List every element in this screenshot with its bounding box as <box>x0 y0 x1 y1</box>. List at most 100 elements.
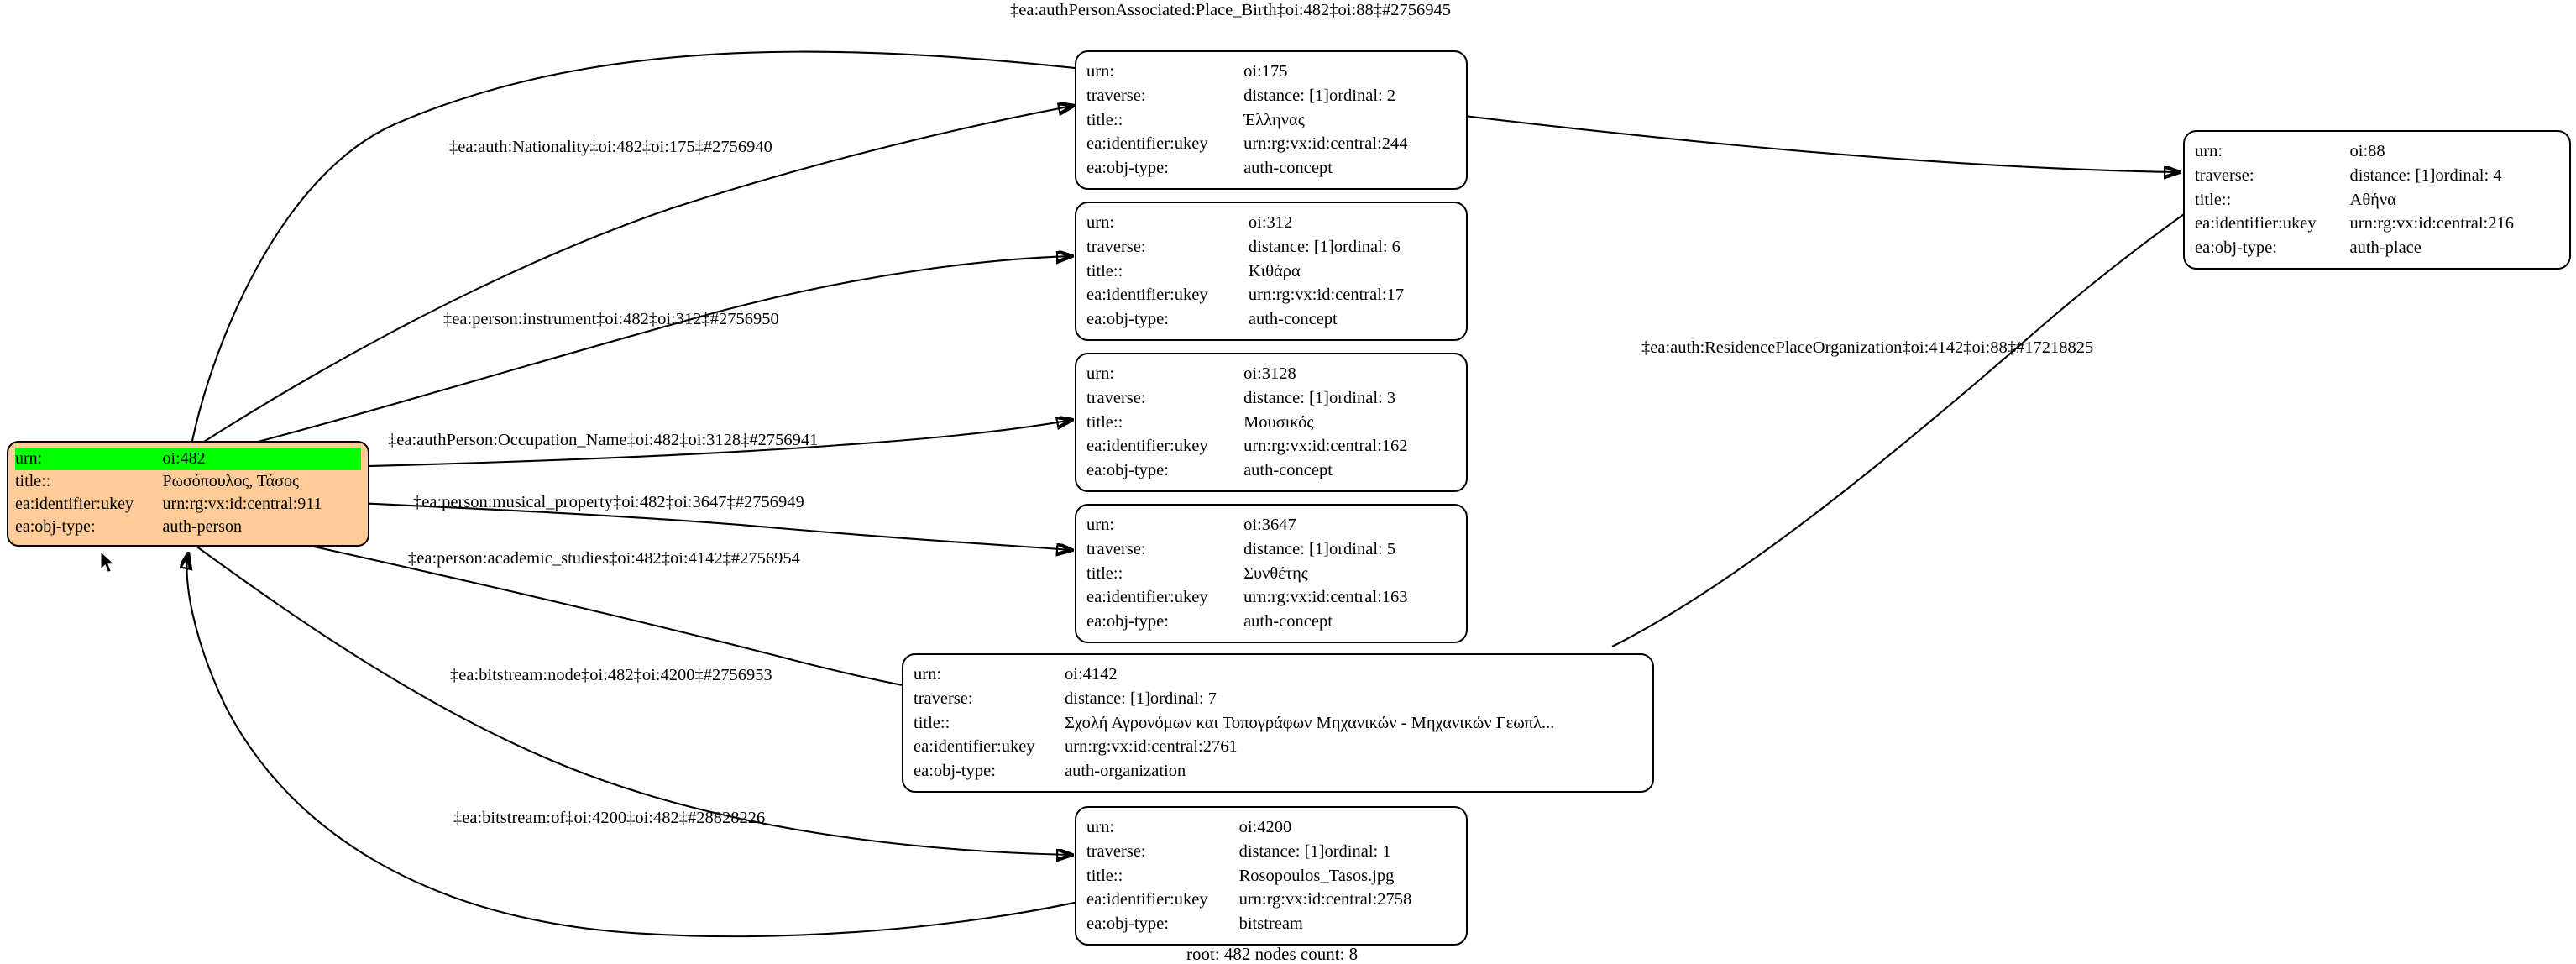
edge-label-birth: ‡ea:authPersonAssociated:Place_Birth‡oi:… <box>1010 1 1451 19</box>
edge-label-occupation: ‡ea:authPerson:Occupation_Name‡oi:482‡oi… <box>388 431 819 449</box>
edge-label-instrument: ‡ea:person:instrument‡oi:482‡oi:312‡#275… <box>443 310 779 328</box>
node-oi-312[interactable]: urn: oi:312 traverse: distance: [1]ordin… <box>1075 202 1468 341</box>
field-label-urn: urn: <box>15 448 163 470</box>
edge-label-academic: ‡ea:person:academic_studies‡oi:482‡oi:41… <box>408 549 800 568</box>
node-row-title: title:: Ρωσόπουλος, Τάσος <box>15 470 361 493</box>
field-label-objtype: ea:obj-type: <box>1086 612 1169 631</box>
field-value-ordinal: ordinal: 6 <box>1333 237 1401 256</box>
field-value-ukey: urn:rg:vx:id:central:163 <box>1243 588 1408 607</box>
field-label-title: title:: <box>15 472 51 490</box>
field-label-title: title:: <box>1086 563 1123 583</box>
edge-label-musicalprop: ‡ea:person:musical_property‡oi:482‡oi:36… <box>413 493 804 511</box>
field-value-ukey: urn:rg:vx:id:central:17 <box>1248 286 1405 305</box>
node-row-traverse: traverse: distance: [1]ordinal: 4 <box>2195 164 2559 188</box>
field-value-ukey: urn:rg:vx:id:central:2761 <box>1065 737 1238 757</box>
field-label-ukey: ea:identifier:ukey <box>15 495 134 513</box>
field-value-objtype: bitstream <box>1238 914 1303 934</box>
field-value-title: Σχολή Αγρονόμων και Τοπογράφων Μηχανικών… <box>1065 713 1555 732</box>
node-row-objtype: ea:obj-type: auth-organization <box>914 759 1642 783</box>
node-row-traverse: traverse: distance: [1]ordinal: 6 <box>1086 235 1456 259</box>
field-label-traverse: traverse: <box>914 689 973 708</box>
field-label-ukey: ea:identifier:ukey <box>1086 134 1208 154</box>
node-oi-482[interactable]: urn: oi:482 title:: Ρωσόπουλος, Τάσος ea… <box>7 441 369 547</box>
field-label-objtype: ea:obj-type: <box>914 762 996 781</box>
field-label-urn: urn: <box>1086 516 1115 534</box>
edge-path-nationality <box>194 106 1073 448</box>
field-label-ukey: ea:identifier:ukey <box>1086 890 1208 909</box>
node-row-title: title:: Αθήνα <box>2195 188 2559 212</box>
field-label-objtype: ea:obj-type: <box>1086 461 1169 480</box>
edge-path-instrument <box>197 256 1071 458</box>
field-value-distance: distance: [1] <box>1238 841 1325 861</box>
field-value-urn: oi:3128 <box>1243 364 1296 383</box>
edge-label-bitof: ‡ea:bitstream:of‡oi:4200‡oi:482‡#2882822… <box>453 809 766 827</box>
field-label-urn: urn: <box>1086 818 1115 836</box>
node-row-urn: urn: oi:3647 <box>1086 513 1456 537</box>
field-value-title: Ρωσόπουλος, Τάσος <box>162 472 299 490</box>
field-value-urn: oi:4200 <box>1238 818 1292 836</box>
field-value-title: Έλληνας <box>1243 110 1305 129</box>
node-oi-4142[interactable]: urn: oi:4142 traverse: distance: [1]ordi… <box>902 653 1654 793</box>
node-row-objtype: ea:obj-type: auth-concept <box>1086 156 1456 181</box>
field-value-ukey: urn:rg:vx:id:central:244 <box>1243 134 1408 154</box>
node-row-traverse: traverse: distance: [1]ordinal: 3 <box>1086 386 1456 411</box>
node-oi-4200[interactable]: urn: oi:4200 traverse: distance: [1]ordi… <box>1075 806 1468 946</box>
field-label-ukey: ea:identifier:ukey <box>2195 214 2317 233</box>
node-row-traverse: traverse: distance: [1]ordinal: 5 <box>1086 537 1456 562</box>
edge-label-nationality: ‡ea:auth:Nationality‡oi:482‡oi:175‡#2756… <box>449 138 772 156</box>
edge-path-bitnode <box>189 541 1071 855</box>
field-label-objtype: ea:obj-type: <box>1086 914 1169 934</box>
node-row-traverse: traverse: distance: [1]ordinal: 2 <box>1086 84 1456 108</box>
node-row-title: title:: Κιθάρα <box>1086 259 1456 284</box>
field-label-title: title:: <box>1086 866 1123 885</box>
node-row-ukey: ea:identifier:ukey urn:rg:vx:id:central:… <box>914 735 1642 759</box>
node-row-objtype: ea:obj-type: auth-concept <box>1086 610 1456 634</box>
node-oi-3128[interactable]: urn: oi:3128 traverse: distance: [1]ordi… <box>1075 353 1468 492</box>
node-row-ukey: ea:identifier:ukey urn:rg:vx:id:central:… <box>15 493 361 516</box>
field-value-objtype: auth-place <box>2349 238 2422 258</box>
node-row-ukey: ea:identifier:ukey urn:rg:vx:id:central:… <box>1086 132 1456 156</box>
field-label-urn: urn: <box>914 665 942 684</box>
field-label-ukey: ea:identifier:ukey <box>914 737 1035 757</box>
field-value-ukey: urn:rg:vx:id:central:216 <box>2349 214 2514 233</box>
field-label-traverse: traverse: <box>1086 388 1146 407</box>
field-value-distance: distance: [1] <box>1243 86 1329 105</box>
node-oi-3647[interactable]: urn: oi:3647 traverse: distance: [1]ordi… <box>1075 504 1468 643</box>
node-oi-175[interactable]: urn: oi:175 traverse: distance: [1]ordin… <box>1075 50 1468 190</box>
edge-label-bitnode: ‡ea:bitstream:node‡oi:482‡oi:4200‡#27569… <box>450 666 772 684</box>
field-label-title: title:: <box>1086 261 1123 280</box>
field-label-ukey: ea:identifier:ukey <box>1086 437 1208 456</box>
field-label-urn: urn: <box>1086 213 1115 232</box>
field-value-ordinal: ordinal: 4 <box>2435 165 2502 185</box>
edge-path-birth <box>190 50 2179 446</box>
field-value-ukey: urn:rg:vx:id:central:911 <box>162 495 322 513</box>
field-value-distance: distance: [1] <box>1243 539 1329 558</box>
node-row-title: title:: Συνθέτης <box>1086 562 1456 586</box>
node-row-ukey: ea:identifier:ukey urn:rg:vx:id:central:… <box>1086 283 1456 307</box>
field-value-title: Μουσικός <box>1243 412 1314 432</box>
field-value-urn: oi:88 <box>2349 142 2385 160</box>
field-label-objtype: ea:obj-type: <box>2195 238 2277 258</box>
edge-path-bitof <box>187 554 1094 938</box>
field-label-urn: urn: <box>1086 62 1115 81</box>
node-row-title: title:: Σχολή Αγρονόμων και Τοπογράφων Μ… <box>914 711 1642 736</box>
node-oi-88[interactable]: urn: oi:88 traverse: distance: [1]ordina… <box>2183 130 2571 270</box>
field-label-ukey: ea:identifier:ukey <box>1086 588 1208 607</box>
node-row-title: title:: Rosopoulos_Tasos.jpg <box>1086 864 1456 888</box>
edge-label-residence: ‡ea:auth:ResidencePlaceOrganization‡oi:4… <box>1641 338 2094 357</box>
node-row-ukey: ea:identifier:ukey urn:rg:vx:id:central:… <box>1086 434 1456 458</box>
node-row-title: title:: Έλληνας <box>1086 108 1456 133</box>
node-row-traverse: traverse: distance: [1]ordinal: 1 <box>1086 840 1456 864</box>
field-value-ordinal: ordinal: 2 <box>1328 86 1396 105</box>
node-row-ukey: ea:identifier:ukey urn:rg:vx:id:central:… <box>1086 585 1456 610</box>
field-label-title: title:: <box>1086 110 1123 129</box>
node-row-ukey: ea:identifier:ukey urn:rg:vx:id:central:… <box>2195 212 2559 236</box>
field-value-urn: oi:312 <box>1248 213 1293 232</box>
mouse-cursor <box>100 551 116 574</box>
field-value-title: Συνθέτης <box>1243 563 1308 583</box>
graph-caption: root: 482 nodes count: 8 <box>1186 944 1359 964</box>
field-value-title: Κιθάρα <box>1248 261 1301 280</box>
field-label-title: title:: <box>2195 190 2232 209</box>
field-value-objtype: auth-organization <box>1065 762 1186 781</box>
